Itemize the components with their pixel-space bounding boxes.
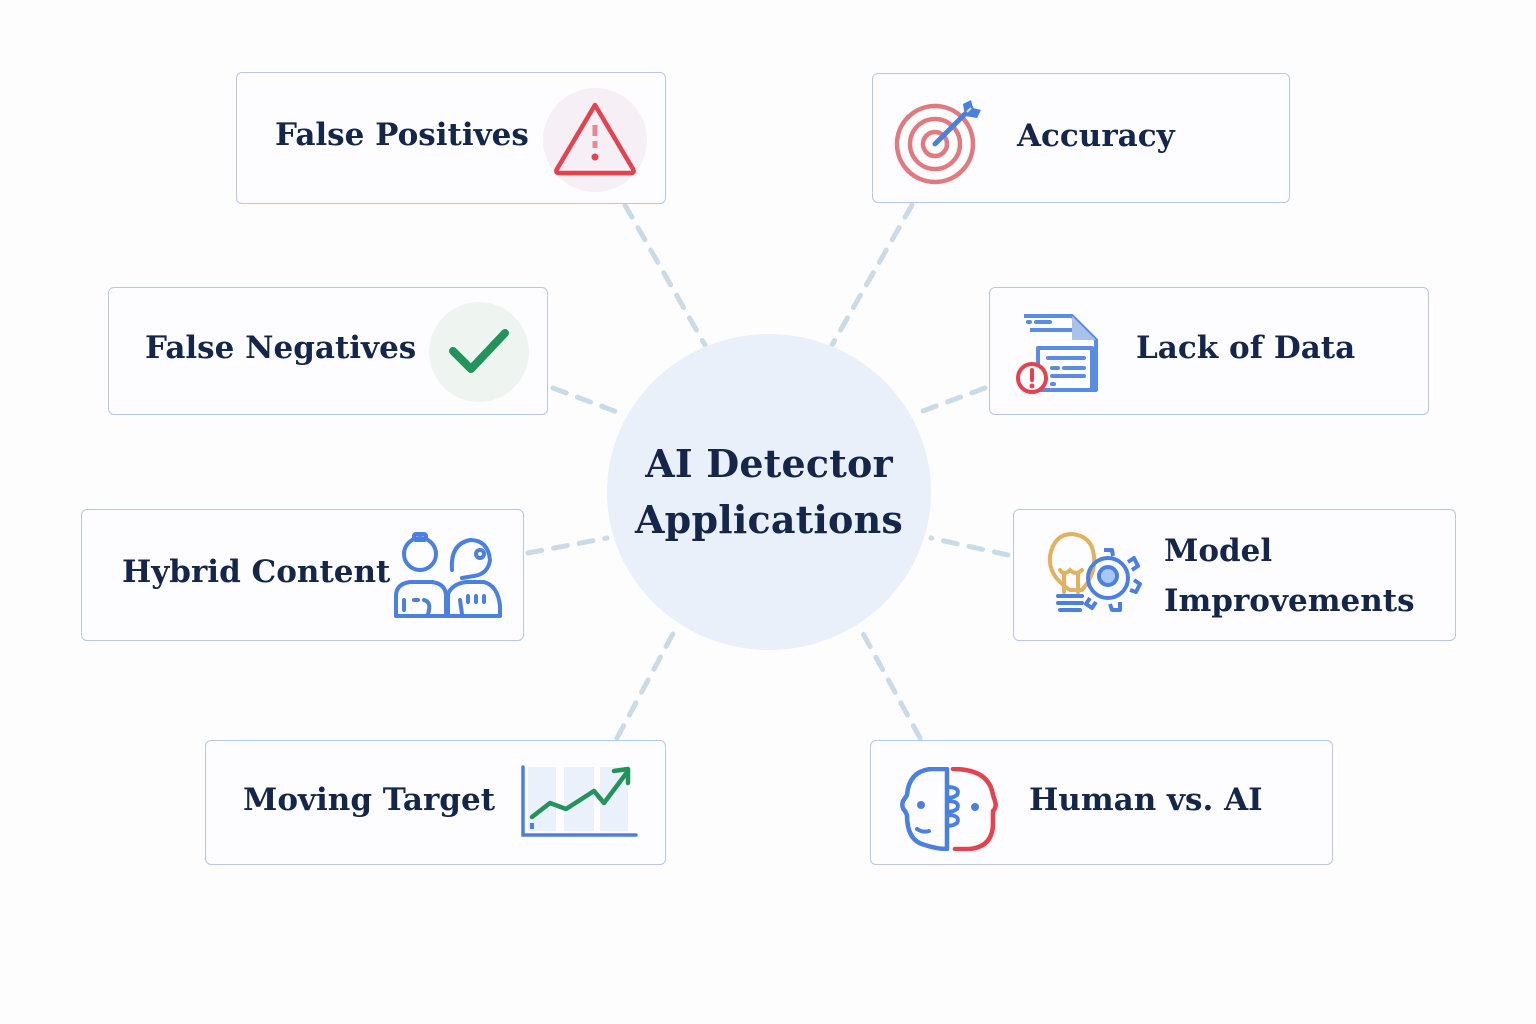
center-hub: AI Detector Applications [607, 334, 931, 650]
node-moving-target: Moving Target [205, 740, 666, 865]
trend-chart-icon [521, 765, 638, 837]
node-label: Accuracy [1017, 118, 1175, 154]
node-label: False Negatives [145, 330, 417, 366]
node-false-positives: False Positives [236, 72, 666, 204]
node-label-line1: Model [1164, 533, 1273, 569]
hub-title-line2: Applications [634, 497, 903, 542]
node-hybrid-content: Hybrid Content [81, 509, 524, 641]
target-arrow-icon [894, 100, 981, 185]
node-label: Moving Target [243, 782, 496, 818]
warning-triangle-icon [543, 88, 647, 192]
lightbulb-gear-icon [1047, 532, 1142, 612]
node-false-negatives: False Negatives [108, 287, 548, 415]
node-label: Lack of Data [1136, 330, 1356, 366]
hub-title-line1: AI Detector [645, 441, 893, 486]
node-label: Human vs. AI [1029, 782, 1263, 818]
node-label: Hybrid Content [122, 554, 391, 590]
node-human-vs-ai: Human vs. AI [870, 740, 1333, 865]
node-label: False Positives [275, 117, 529, 153]
node-label-line2: Improvements [1164, 583, 1415, 619]
node-lack-of-data: Lack of Data [989, 287, 1429, 415]
document-alert-icon [1016, 314, 1098, 394]
node-label: Model Improvements [1164, 526, 1415, 626]
node-accuracy: Accuracy [872, 73, 1290, 203]
node-model-improvements: Model Improvements [1013, 509, 1456, 641]
human-ai-face-icon [900, 767, 998, 851]
checkmark-icon [429, 302, 529, 402]
people-icon [394, 532, 502, 618]
